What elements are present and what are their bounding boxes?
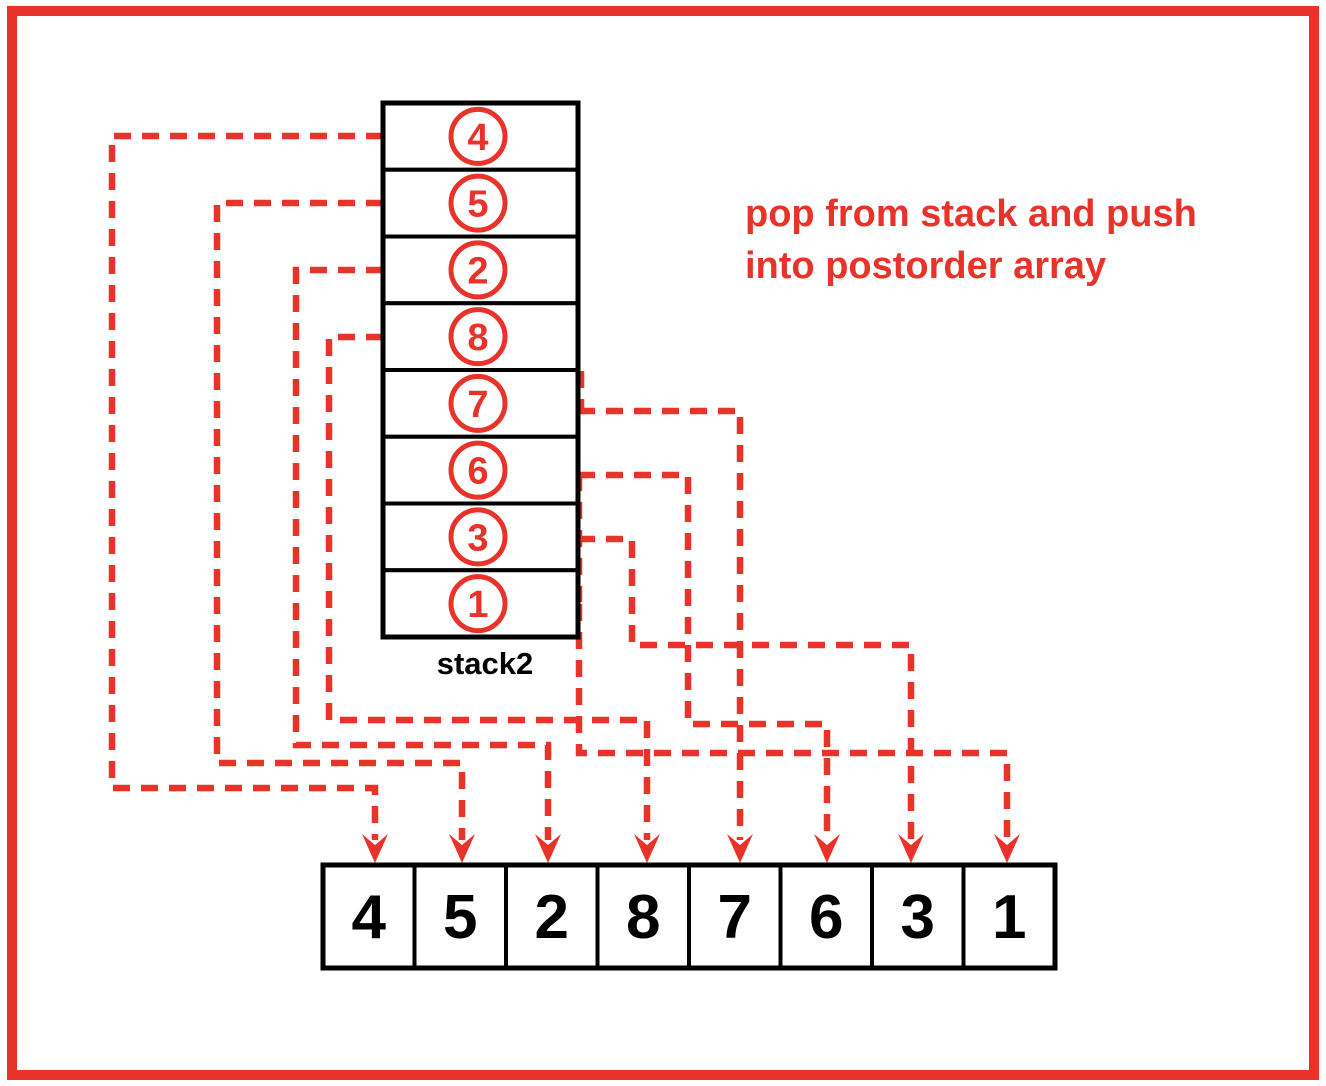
pop-arrowhead-2 xyxy=(535,834,561,863)
stack-value-circle-3 xyxy=(448,507,508,567)
pop-arrowhead-6 xyxy=(814,834,840,863)
stack-value-2: 2 xyxy=(467,250,488,292)
pop-arrowhead-4 xyxy=(362,834,388,863)
stack-cell-6 xyxy=(381,434,580,506)
array-cell-5 xyxy=(412,863,508,970)
annotation-line-2: into postorder array xyxy=(745,245,1106,287)
stack-value-circle-6 xyxy=(448,440,508,500)
stack-value-8: 8 xyxy=(467,317,488,359)
array-value-1: 1 xyxy=(992,883,1026,952)
stack-value-1: 1 xyxy=(467,584,488,626)
array-value-3: 3 xyxy=(901,883,935,952)
array-value-8: 8 xyxy=(626,883,660,952)
pop-arrowhead-3 xyxy=(898,834,924,863)
pop-path-8 xyxy=(325,333,651,840)
pop-arrowhead-8 xyxy=(634,834,660,863)
pop-arrowhead-7 xyxy=(727,834,753,863)
stack-value-circle-5 xyxy=(448,173,508,233)
pop-arrowhead-5 xyxy=(449,834,475,863)
pop-path-6 xyxy=(578,471,831,840)
stack-label: stack2 xyxy=(437,646,534,681)
array-frame xyxy=(320,862,1058,971)
stack2-box: 4 5 2 8 7 6 3 1 xyxy=(380,100,581,640)
annotation-line-1: pop from stack and push xyxy=(745,193,1197,235)
stack-value-circle-4 xyxy=(448,106,508,166)
stack-value-6: 6 xyxy=(467,451,488,493)
array-cell-6 xyxy=(778,863,874,970)
array-value-5: 5 xyxy=(443,883,477,952)
stack-value-circle-8 xyxy=(448,307,508,367)
array-value-2: 2 xyxy=(535,883,569,952)
pop-path-5 xyxy=(213,199,466,840)
pop-path-4 xyxy=(108,132,383,840)
stack-frame xyxy=(380,100,581,640)
annotation: pop from stack and push into postorder a… xyxy=(745,193,1197,287)
pop-paths xyxy=(108,132,1020,863)
stack-value-circle-1 xyxy=(448,574,508,634)
stack-value-5: 5 xyxy=(467,184,488,226)
pop-path-1 xyxy=(575,604,1011,840)
stack-value-circle-7 xyxy=(448,373,508,433)
pop-path-2 xyxy=(292,266,552,840)
stack-value-circle-2 xyxy=(448,240,508,300)
stack-value-3: 3 xyxy=(467,517,488,559)
pop-path-3 xyxy=(578,535,915,840)
stack-value-4: 4 xyxy=(467,117,488,159)
array-value-6: 6 xyxy=(809,883,843,952)
array-cell-2 xyxy=(504,863,600,970)
stack-value-7: 7 xyxy=(467,384,488,426)
pop-path-7 xyxy=(578,407,744,840)
array-value-7: 7 xyxy=(718,883,752,952)
array-value-4: 4 xyxy=(352,883,387,952)
pop-arrowhead-1 xyxy=(994,834,1020,863)
outer-border xyxy=(7,6,1319,1080)
